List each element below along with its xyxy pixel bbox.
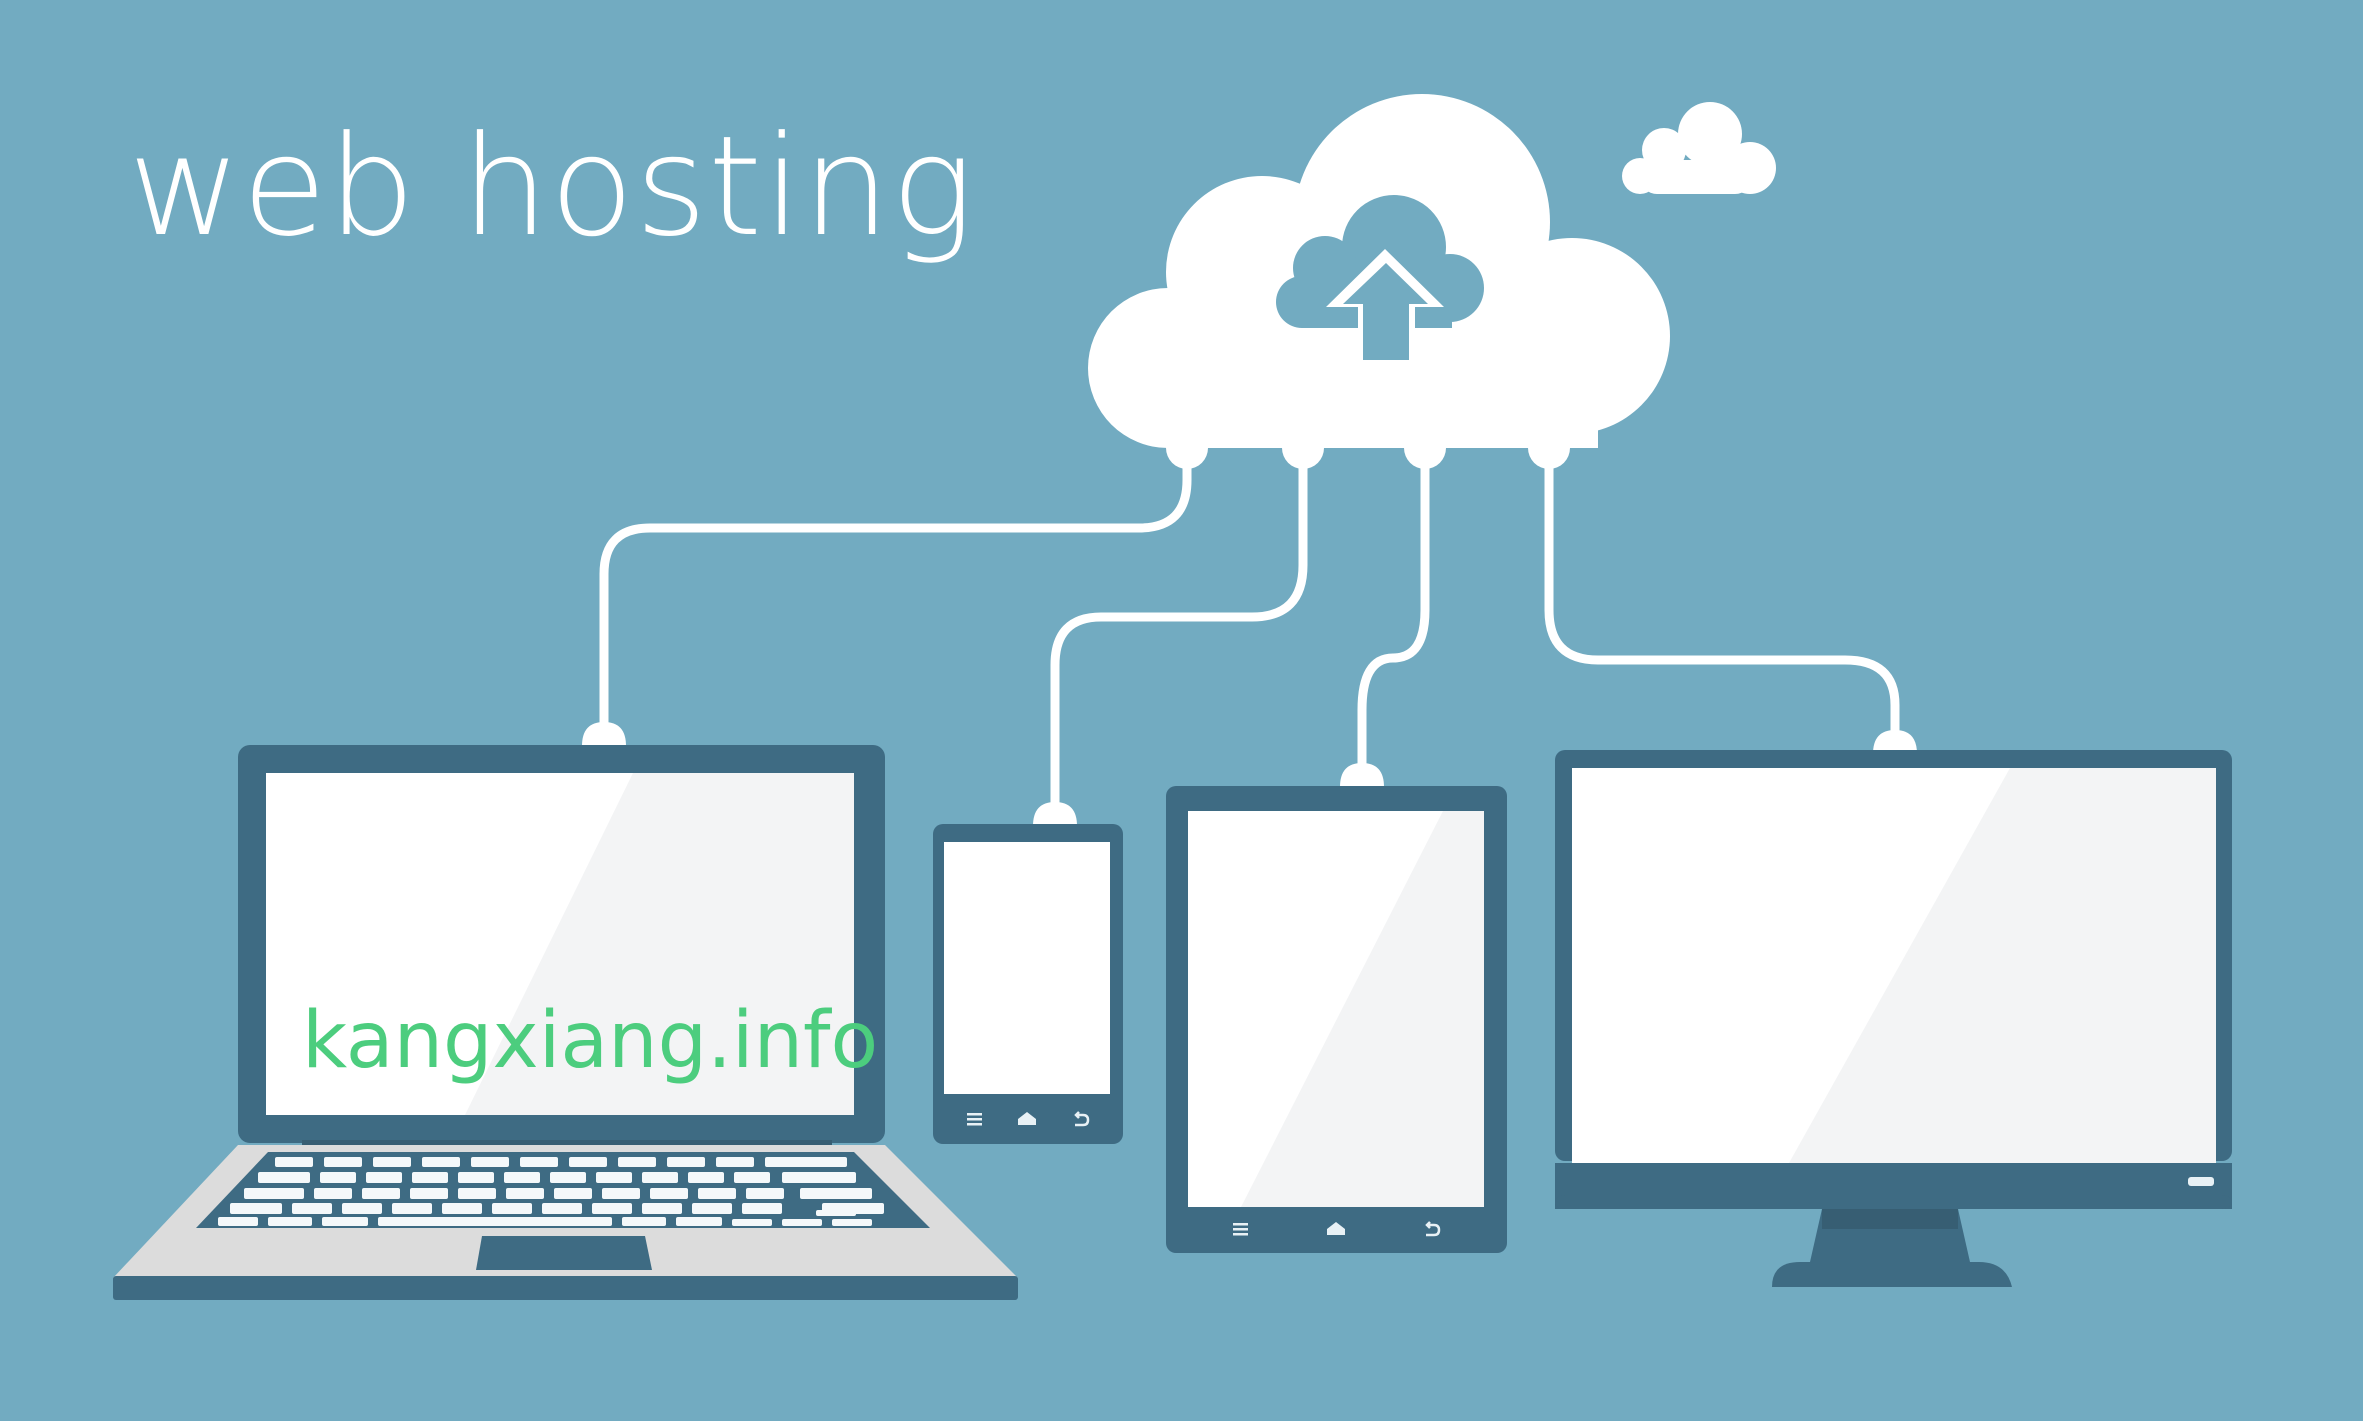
back-icon bbox=[1425, 1221, 1441, 1237]
home-icon bbox=[1018, 1112, 1036, 1125]
main-cloud bbox=[1088, 94, 1670, 469]
monitor-stand-base bbox=[1772, 1262, 2012, 1287]
phone-plug bbox=[1033, 802, 1077, 826]
keyboard-keys bbox=[218, 1157, 884, 1226]
laptop-trackpad bbox=[476, 1236, 652, 1270]
menu-icon bbox=[1233, 1223, 1248, 1236]
monitor-screen-glare bbox=[1789, 768, 2216, 1163]
tablet-plug bbox=[1340, 763, 1384, 787]
monitor-wire bbox=[1544, 450, 1900, 742]
small-cloud-icon bbox=[1622, 102, 1776, 194]
laptop-wire bbox=[599, 450, 1192, 735]
device-plugs bbox=[582, 722, 1917, 826]
phone-nav-buttons bbox=[967, 1111, 1090, 1127]
laptop bbox=[113, 745, 1018, 1300]
tablet bbox=[1166, 786, 1507, 1253]
watermark-text: kangxiang.info bbox=[302, 996, 879, 1086]
tablet-nav-buttons bbox=[1233, 1221, 1441, 1237]
network-wires bbox=[599, 450, 1900, 813]
tablet-screen-glare bbox=[1241, 811, 1484, 1207]
back-icon bbox=[1074, 1111, 1090, 1127]
home-icon bbox=[1327, 1222, 1345, 1235]
laptop-screen-glare bbox=[465, 773, 854, 1115]
phone-wire bbox=[1050, 450, 1308, 813]
monitor-plug bbox=[1873, 730, 1917, 754]
laptop-base-edge bbox=[113, 1276, 1018, 1300]
tablet-wire bbox=[1357, 450, 1430, 775]
smartphone bbox=[933, 824, 1123, 1144]
desktop-monitor bbox=[1555, 750, 2232, 1287]
cloud-upload-icon bbox=[1276, 195, 1484, 360]
menu-icon bbox=[967, 1113, 982, 1126]
laptop-plug bbox=[582, 722, 626, 746]
phone-screen bbox=[944, 842, 1110, 1094]
monitor-power-button bbox=[2188, 1177, 2214, 1186]
page-title: web hosting bbox=[128, 106, 975, 267]
